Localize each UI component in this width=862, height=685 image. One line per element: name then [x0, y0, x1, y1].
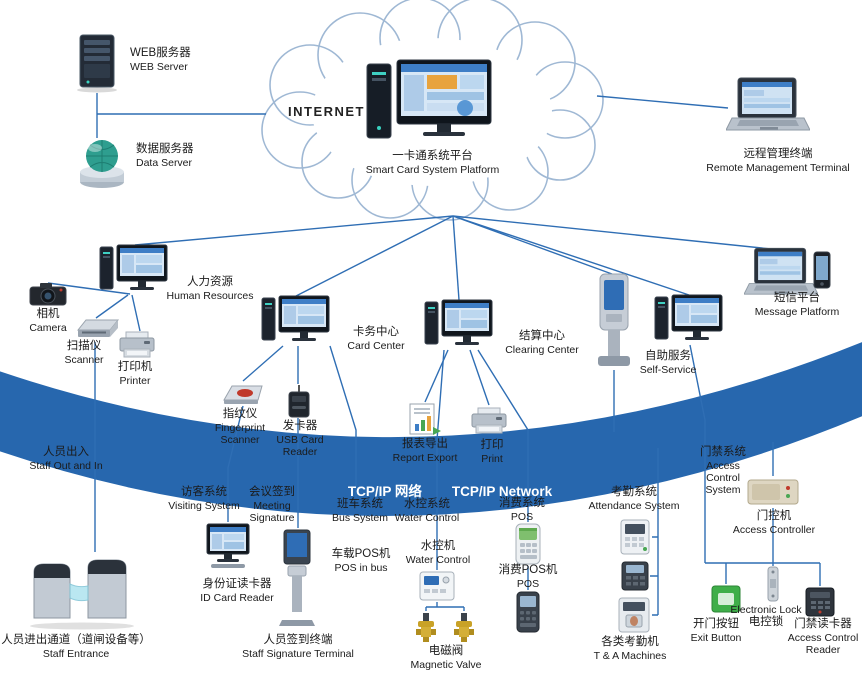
tcpip-band-label: TCP/IP 网络 TCP/IP Network [300, 480, 600, 500]
tcpip-band-label-en: TCP/IP Network [451, 484, 553, 499]
pos-machine-icon [509, 590, 547, 634]
usb-card-reader-icon [283, 384, 315, 418]
internet-label: INTERNET [288, 104, 365, 119]
message-phone-icon [812, 250, 832, 290]
card-center-computer-icon [260, 294, 332, 346]
internet-cloud [261, 0, 604, 221]
camera-icon [28, 281, 68, 307]
report-export-icon [406, 402, 442, 436]
connection-lines [47, 93, 821, 616]
access-reader-icon [802, 586, 838, 618]
staff-signature-kiosk-icon [276, 528, 318, 628]
pos-terminal-icon [506, 522, 550, 566]
electronic-lock-icon [765, 566, 781, 602]
visiting-computer-icon [203, 522, 253, 572]
scanner-icon [76, 316, 120, 340]
staff-entrance-label: 人员进出通道（道闸设备等）Staff Entrance [1, 634, 151, 660]
attendance-machine-icon [616, 596, 652, 634]
attendance-machine-icon [618, 518, 652, 556]
message-computer-icon [653, 293, 725, 345]
attendance-machine-icon [620, 560, 650, 592]
platform-computer-icon [365, 58, 493, 146]
water-controller-icon [418, 570, 456, 602]
self-service-kiosk-icon [594, 272, 634, 370]
magnetic-valve-icon [414, 611, 438, 643]
tcpip-network-band [0, 342, 862, 516]
clearing-center-computer-icon [423, 298, 495, 350]
remote-laptop-icon [726, 76, 810, 136]
data-server-icon [76, 136, 128, 190]
tcpip-band-label-cn: TCP/IP 网络 [347, 484, 422, 499]
web-server-icon [74, 33, 120, 93]
hr-computer-icon [98, 243, 170, 295]
fingerprint-scanner-icon [222, 380, 264, 406]
access-controller-icon [746, 476, 800, 508]
printer-icon [118, 330, 156, 360]
magnetic-valve-icon [452, 611, 476, 643]
exit-button-icon [710, 584, 742, 614]
message-laptop-icon [744, 246, 818, 300]
print-printer-icon [470, 405, 508, 437]
turnstile-icon [26, 550, 138, 630]
